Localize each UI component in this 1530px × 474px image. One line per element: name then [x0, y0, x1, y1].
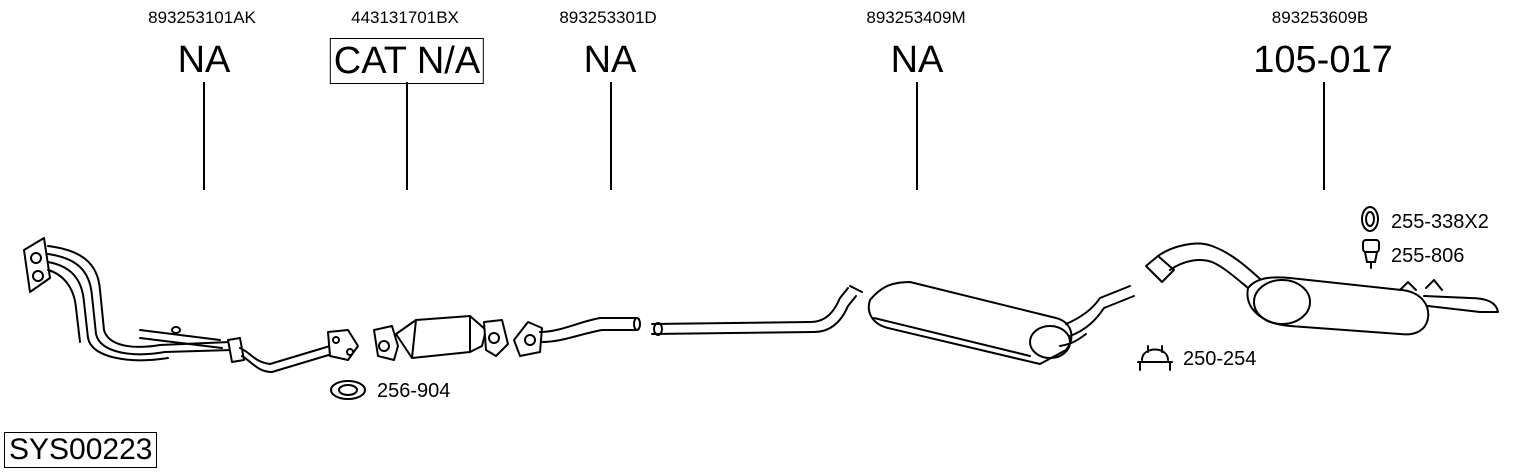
- accessory-rubber-ring-code: 255-338X2: [1391, 211, 1489, 233]
- accessory-clamp-code: 250-254: [1183, 348, 1257, 370]
- centre-silencer-drawing: [651, 281, 1135, 365]
- accessory-rubber-mount-code: 255-806: [1391, 245, 1465, 267]
- part-3-label: NA: [583, 39, 637, 81]
- rubber-ring-icon: [1361, 206, 1379, 232]
- rubber-mount-icon: [1362, 239, 1380, 269]
- intermediate-pipe-drawing: [513, 317, 641, 357]
- part-1-label: NA: [177, 39, 231, 81]
- part-4-leader-line: [916, 82, 918, 190]
- part-5-leader-line: [1323, 82, 1325, 190]
- part-5-oem-number: 893253609B: [1271, 8, 1369, 27]
- part-2-label: CAT N/A: [329, 38, 485, 84]
- part-4-label: NA: [890, 39, 944, 81]
- clamp-icon: [1137, 345, 1173, 371]
- rear-silencer-drawing: [1145, 242, 1499, 336]
- part-5-label: 105-017: [1253, 39, 1393, 81]
- part-4-oem-number: 893253409M: [866, 8, 966, 27]
- catalytic-converter-drawing: [373, 315, 509, 361]
- accessory-gasket-code: 256-904: [377, 380, 451, 402]
- part-2-oem-number: 443131701BX: [351, 8, 459, 27]
- part-1-oem-number: 893253101AK: [148, 8, 256, 27]
- part-3-leader-line: [610, 82, 612, 190]
- system-code-label: SYS00223: [4, 432, 158, 468]
- part-1-leader-line: [203, 82, 205, 190]
- part-2-leader-line: [406, 82, 408, 190]
- part-3-oem-number: 893253301D: [559, 8, 657, 27]
- front-pipe-drawing: [23, 237, 359, 373]
- gasket-icon: [330, 380, 366, 400]
